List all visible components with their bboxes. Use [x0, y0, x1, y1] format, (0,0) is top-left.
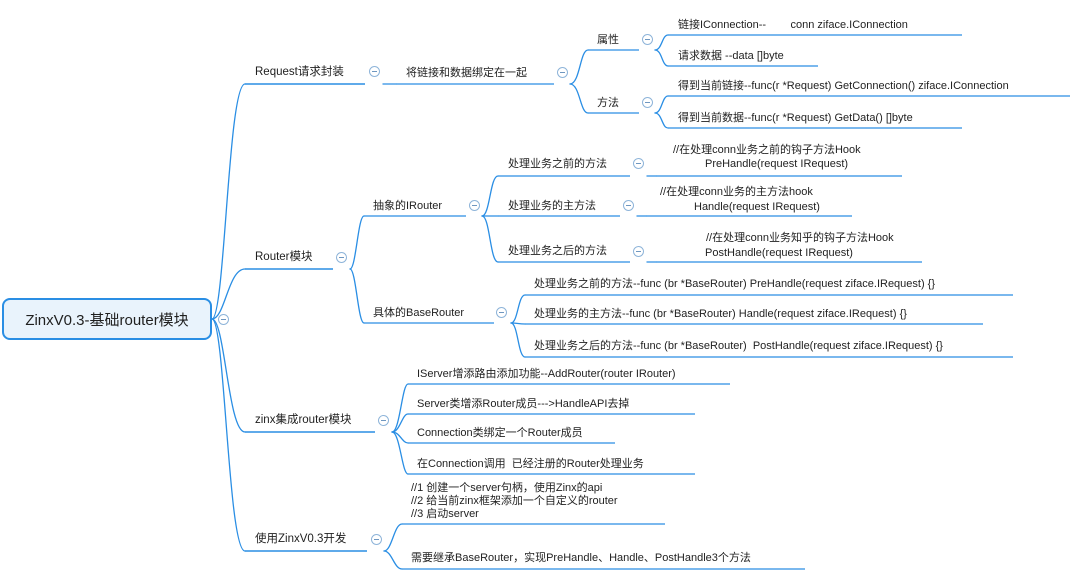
- leaf-base-handle[interactable]: 处理业务的主方法--func (br *BaseRouter) Handle(r…: [534, 308, 907, 320]
- collapse-toggle-icon[interactable]: [378, 415, 389, 426]
- leaf-integrate-server[interactable]: Server类增添Router成员--->HandleAPI去掉: [417, 398, 630, 410]
- branch-request[interactable]: Request请求封装: [255, 66, 344, 78]
- collapse-toggle-icon[interactable]: [496, 307, 507, 318]
- leaf-base-prehandle[interactable]: 处理业务之前的方法--func (br *BaseRouter) PreHand…: [534, 278, 936, 290]
- collapse-toggle-icon[interactable]: [371, 534, 382, 545]
- node-irouter-post[interactable]: 处理业务之后的方法: [508, 245, 607, 257]
- leaf-post-comment[interactable]: //在处理conn业务知乎的钩子方法Hook: [706, 232, 894, 244]
- leaf-post-signature[interactable]: PostHandle(request IRequest): [705, 247, 853, 259]
- collapse-toggle-icon[interactable]: [218, 314, 229, 325]
- leaf-integrate-addrouter[interactable]: IServer增添路由添加功能--AddRouter(router IRoute…: [417, 368, 676, 380]
- node-attrs[interactable]: 属性: [597, 34, 619, 46]
- leaf-pre-comment[interactable]: //在处理conn业务之前的钩子方法Hook: [673, 144, 861, 156]
- leaf-usage-note[interactable]: 需要继承BaseRouter，实现PreHandle、Handle、PostHa…: [411, 552, 751, 564]
- leaf-usage-step-2[interactable]: //2 给当前zinx框架添加一个自定义的router: [411, 495, 618, 507]
- collapse-toggle-icon[interactable]: [623, 200, 634, 211]
- collapse-toggle-icon[interactable]: [633, 246, 644, 257]
- collapse-toggle-icon[interactable]: [557, 67, 568, 78]
- branch-usage[interactable]: 使用ZinxV0.3开发: [255, 533, 347, 545]
- leaf-integrate-call[interactable]: 在Connection调用 已经注册的Router处理业务: [417, 458, 644, 470]
- leaf-base-posthandle[interactable]: 处理业务之后的方法--func (br *BaseRouter) PostHan…: [534, 340, 943, 352]
- collapse-toggle-icon[interactable]: [642, 34, 653, 45]
- node-bind-group[interactable]: 将链接和数据绑定在一起: [406, 67, 527, 79]
- node-baserouter[interactable]: 具体的BaseRouter: [373, 307, 465, 319]
- leaf-usage-step-1[interactable]: //1 创建一个server句柄，使用Zinx的api: [411, 482, 603, 494]
- branch-integrate[interactable]: zinx集成router模块: [255, 414, 352, 426]
- branch-router[interactable]: Router模块: [255, 251, 313, 263]
- leaf-integrate-connection[interactable]: Connection类绑定一个Router成员: [417, 427, 583, 439]
- leaf-method-getconnection[interactable]: 得到当前链接--func(r *Request) GetConnection()…: [678, 80, 1009, 92]
- leaf-pre-signature[interactable]: PreHandle(request IRequest): [705, 158, 849, 170]
- collapse-toggle-icon[interactable]: [469, 200, 480, 211]
- leaf-method-getdata[interactable]: 得到当前数据--func(r *Request) GetData() []byt…: [678, 112, 913, 124]
- leaf-attr-conn[interactable]: 链接IConnection-- conn ziface.IConnection: [678, 19, 908, 31]
- node-irouter-pre[interactable]: 处理业务之前的方法: [508, 158, 607, 170]
- leaf-usage-step-3[interactable]: //3 启动server: [411, 508, 479, 520]
- collapse-toggle-icon[interactable]: [336, 252, 347, 263]
- collapse-toggle-icon[interactable]: [633, 158, 644, 169]
- node-irouter[interactable]: 抽象的IRouter: [373, 200, 443, 212]
- leaf-main-comment[interactable]: //在处理conn业务的主方法hook: [660, 186, 813, 198]
- leaf-attr-data[interactable]: 请求数据 --data []byte: [678, 50, 784, 62]
- leaf-main-signature[interactable]: Handle(request IRequest): [694, 201, 820, 213]
- root-node[interactable]: ZinxV0.3-基础router模块: [2, 298, 212, 340]
- node-methods[interactable]: 方法: [597, 97, 619, 109]
- node-irouter-main[interactable]: 处理业务的主方法: [508, 200, 596, 212]
- collapse-toggle-icon[interactable]: [369, 66, 380, 77]
- collapse-toggle-icon[interactable]: [642, 97, 653, 108]
